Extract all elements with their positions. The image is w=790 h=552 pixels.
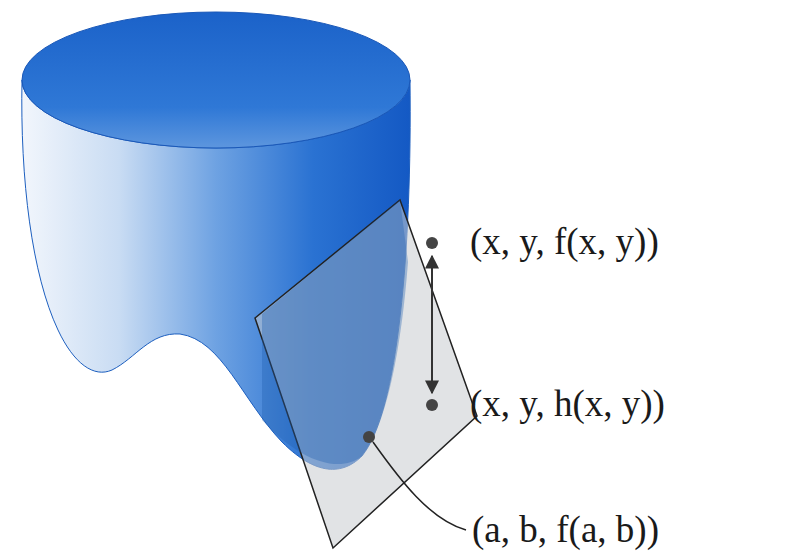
surface-rim [22,12,410,148]
point-label: (a, b, f(a, b)) [472,510,659,551]
leader-line [373,442,466,530]
point-dot [426,399,438,411]
point-dot [363,431,375,443]
surface-through-plane [262,200,408,464]
point-label: (x, y, h(x, y)) [470,384,665,425]
point-dot [426,237,438,249]
tangent-plane [255,200,477,548]
double-arrow [431,256,433,393]
point-label: (x, y, f(x, y)) [470,222,659,263]
